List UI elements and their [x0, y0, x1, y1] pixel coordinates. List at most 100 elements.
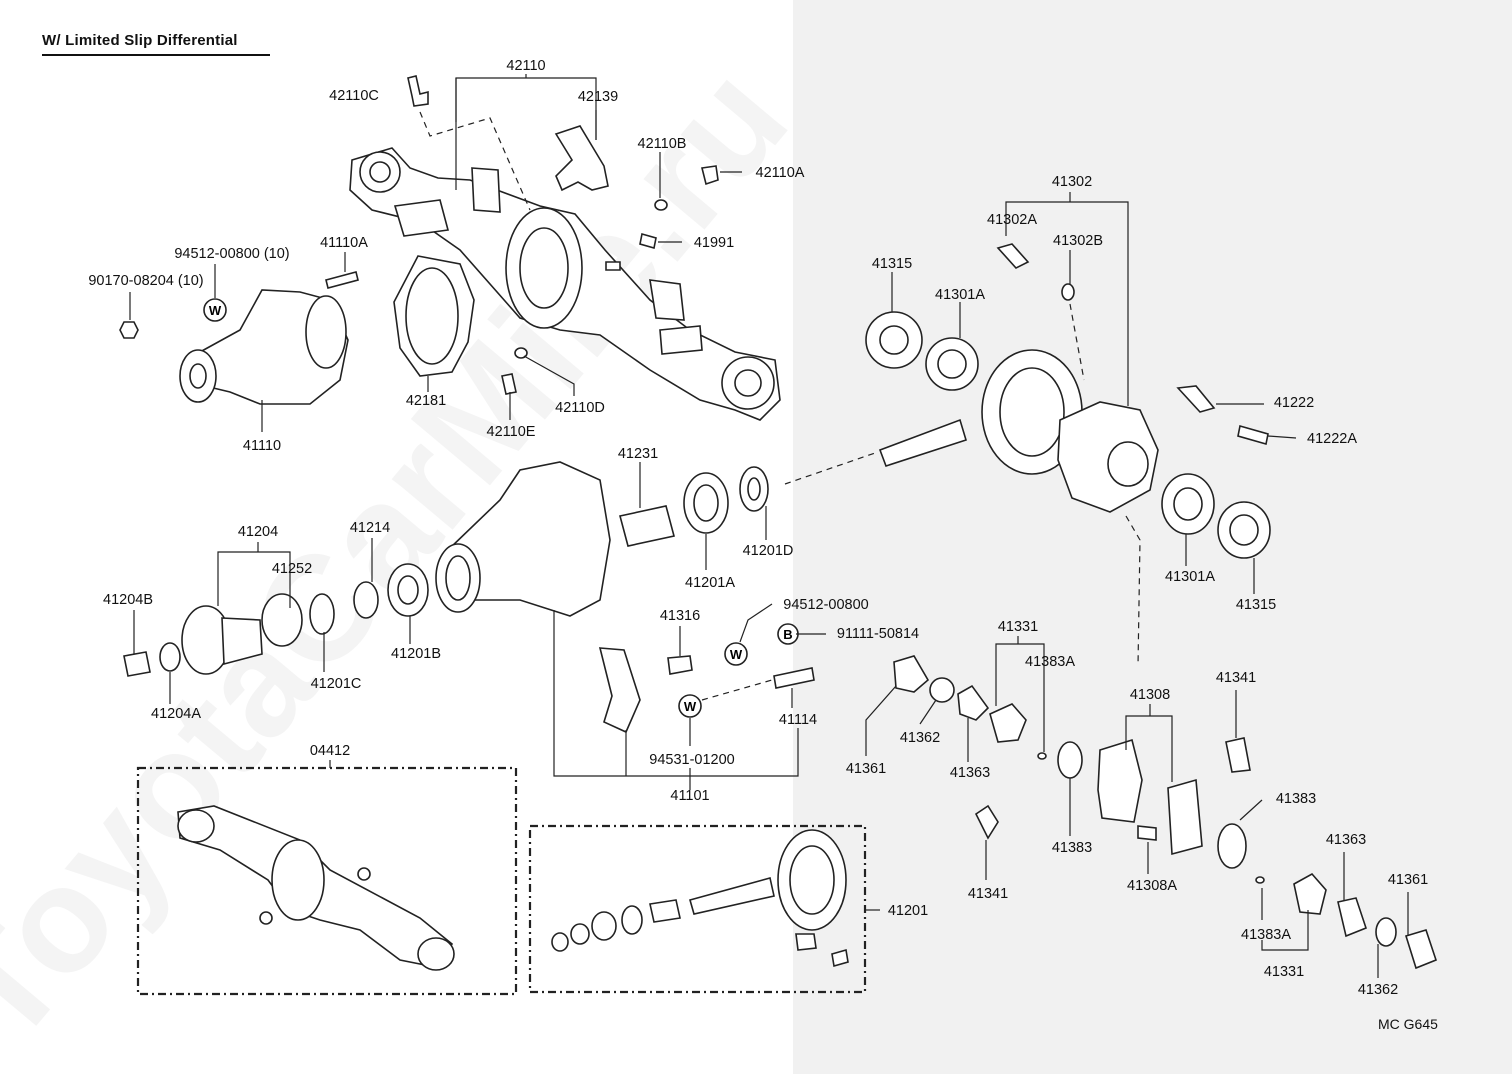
- label-41301A-bot: 41301A: [1165, 569, 1215, 585]
- washer-symbol-3: [678, 694, 702, 718]
- label-41361-right: 41361: [1387, 872, 1429, 888]
- washer-41363-right: [1337, 897, 1367, 938]
- label-41302A: 41302A: [987, 212, 1037, 228]
- label-41363-left: 41363: [949, 765, 991, 781]
- gear-41341-left: [974, 804, 999, 840]
- washer-symbol-text-2: W: [730, 647, 743, 662]
- label-41362-right: 41362: [1357, 982, 1399, 998]
- bolt-41302A: [996, 243, 1030, 269]
- label-91111-50814: 91111-50814: [836, 626, 920, 642]
- label-41316: 41316: [659, 608, 701, 624]
- nut-90170: [119, 321, 139, 339]
- shaded-background: [793, 0, 1512, 1074]
- label-41110: 41110: [242, 438, 282, 454]
- shaft-41308: [1097, 738, 1143, 823]
- part-42139: [554, 125, 609, 192]
- washer-41361-left: [893, 655, 930, 693]
- label-41991: 41991: [693, 235, 735, 251]
- label-42110A: 42110A: [755, 165, 805, 181]
- label-41201A: 41201A: [685, 575, 735, 591]
- box-04412: [136, 766, 518, 996]
- ring-pinion-41201: [551, 829, 849, 968]
- lock-41316: [667, 655, 693, 675]
- label-42110B: 42110B: [637, 136, 687, 152]
- breather-plug-42110C: [407, 75, 531, 211]
- bearing-41315-bot: [1217, 501, 1271, 559]
- label-41383A-bot: 41383A: [1241, 927, 1291, 943]
- label-41204A: 41204A: [151, 706, 201, 722]
- label-41361-left: 41361: [845, 761, 887, 777]
- washer-symbol-text: W: [209, 303, 222, 318]
- differential-case-41302: [1057, 401, 1159, 513]
- washer-symbol-text-3: W: [684, 699, 697, 714]
- washer-41383-left: [1057, 741, 1083, 779]
- washer-41383-right: [1217, 823, 1247, 869]
- label-42110E: 42110E: [486, 424, 536, 440]
- label-41331-top: 41331: [997, 619, 1039, 635]
- box-41201: [528, 824, 867, 994]
- label-41308A: 41308A: [1127, 878, 1177, 894]
- label-41302B: 41302B: [1053, 233, 1103, 249]
- label-41110A: 41110A: [320, 235, 368, 251]
- label-04412: 04412: [309, 743, 351, 759]
- label-41201B: 41201B: [391, 646, 441, 662]
- label-41231: 41231: [617, 446, 659, 462]
- dowel-pin: [605, 261, 621, 271]
- gear-41341-right: [1225, 737, 1251, 773]
- washer-41362-right: [1375, 917, 1397, 947]
- label-41201D: 41201D: [742, 543, 794, 559]
- ring-gear-and-pinion: [878, 349, 1083, 475]
- bearing-41301A-bot: [1161, 473, 1215, 535]
- washer-41214: [353, 581, 379, 619]
- label-94512-00800: 94512-00800: [783, 597, 869, 613]
- bolt-symbol-text: B: [783, 627, 792, 642]
- housing-04412: [177, 805, 455, 971]
- label-41222: 41222: [1273, 395, 1315, 411]
- washer-41201D: [739, 466, 769, 512]
- label-41301A-top: 41301A: [935, 287, 985, 303]
- label-42110D: 42110D: [555, 400, 605, 416]
- bearing-41201B: [387, 563, 429, 617]
- label-41315-top: 41315: [871, 256, 913, 272]
- label-41383-right: 41383: [1275, 791, 1317, 807]
- label-41214: 41214: [349, 520, 391, 536]
- gear-41331-bot: [1293, 872, 1327, 915]
- label-90170-08204-10: 90170-08204 (10): [88, 273, 204, 289]
- bearing-41301A-top: [925, 337, 979, 391]
- nut-41204B: [123, 651, 151, 677]
- pin-41302B: [1061, 283, 1075, 301]
- label-42181: 42181: [405, 393, 447, 409]
- companion-flange-41204: [181, 593, 303, 675]
- label-41331-bot: 41331: [1263, 964, 1305, 980]
- spring-41308A: [1137, 825, 1157, 841]
- washer-41363-left: [957, 684, 990, 721]
- label-41114: 41114: [778, 712, 818, 728]
- nut-42110A: [701, 165, 719, 186]
- carrier-assembly-41110: [179, 289, 349, 405]
- label-41252: 41252: [271, 561, 313, 577]
- label-41201: 41201: [887, 903, 929, 919]
- pin-41383A-bot: [1255, 876, 1265, 884]
- plug-42110E: [501, 373, 517, 395]
- bolt-41222A: [1237, 424, 1269, 446]
- label-42110C: 42110C: [329, 88, 379, 104]
- stud-41110A: [325, 271, 359, 289]
- plate-41308: [1167, 778, 1203, 856]
- pin-41383A-top: [1037, 752, 1047, 760]
- bearing-41315-top: [865, 311, 923, 369]
- label-41204: 41204: [237, 524, 279, 540]
- label-41363-right: 41363: [1325, 832, 1367, 848]
- gasket-42181: [393, 255, 475, 377]
- washer-41361-right: [1404, 929, 1437, 970]
- sensor-41222: [1176, 385, 1216, 413]
- washer-symbol: [203, 298, 227, 322]
- label-41302: 41302: [1051, 174, 1093, 190]
- washer-42110B: [654, 199, 668, 211]
- label-94531-01200: 94531-01200: [649, 752, 735, 768]
- label-41101: 41101: [670, 788, 710, 804]
- washer-41204A: [159, 642, 181, 672]
- washer-41362-left: [929, 677, 955, 703]
- label-41222A: 41222A: [1307, 431, 1357, 447]
- label-94512-00800-10: 94512-00800 (10): [174, 246, 290, 262]
